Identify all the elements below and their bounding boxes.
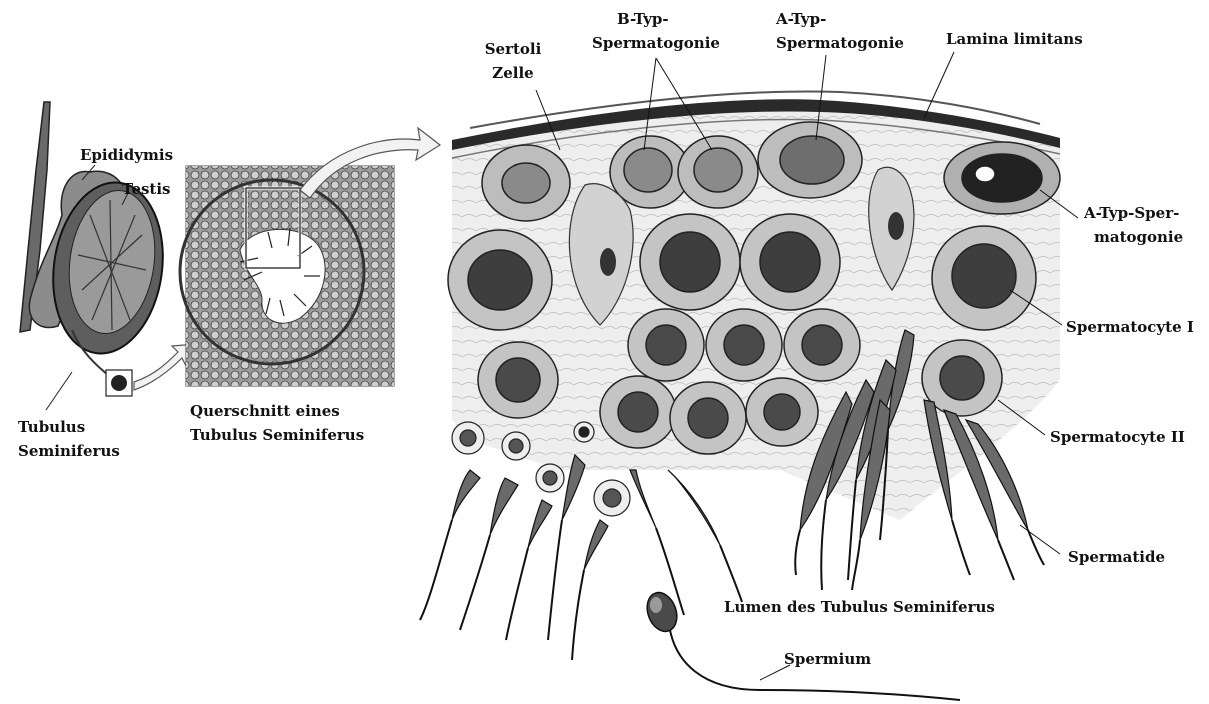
label-atyp-right-1: A-Typ-Sper- bbox=[1083, 204, 1179, 222]
label-spermatocyte-1: Spermatocyte I bbox=[1066, 318, 1194, 336]
spermatide-cluster-left bbox=[420, 455, 742, 660]
section-marker-dot bbox=[111, 375, 127, 391]
label-lumen: Lumen des Tubulus Seminiferus bbox=[724, 598, 995, 616]
label-lamina: Lamina limitans bbox=[946, 30, 1083, 48]
label-atyp-1: A-Typ- bbox=[775, 10, 826, 28]
label-btyp-2: Spermatogonie bbox=[592, 34, 720, 52]
label-spermatocyte-2: Spermatocyte II bbox=[1050, 428, 1185, 446]
label-tubulus-2: Seminiferus bbox=[18, 442, 120, 460]
label-tubulus-1: Tubulus bbox=[18, 418, 85, 436]
label-testis: Testis bbox=[122, 180, 171, 198]
label-epididymis: Epididymis bbox=[80, 146, 173, 164]
label-btyp-1: B-Typ- bbox=[617, 10, 669, 28]
label-spermatide: Spermatide bbox=[1068, 548, 1165, 566]
label-querschnitt-1: Querschnitt eines bbox=[190, 402, 340, 420]
label-spermium: Spermium bbox=[784, 650, 871, 668]
cross-section-panel bbox=[180, 166, 394, 386]
label-sertoli-1: Sertoli bbox=[485, 40, 542, 58]
label-querschnitt-2: Tubulus Seminiferus bbox=[190, 426, 364, 444]
label-atyp-right-2: matogonie bbox=[1094, 228, 1183, 246]
label-sertoli-2: Zelle bbox=[492, 64, 533, 82]
label-atyp-2: Spermatogonie bbox=[776, 34, 904, 52]
